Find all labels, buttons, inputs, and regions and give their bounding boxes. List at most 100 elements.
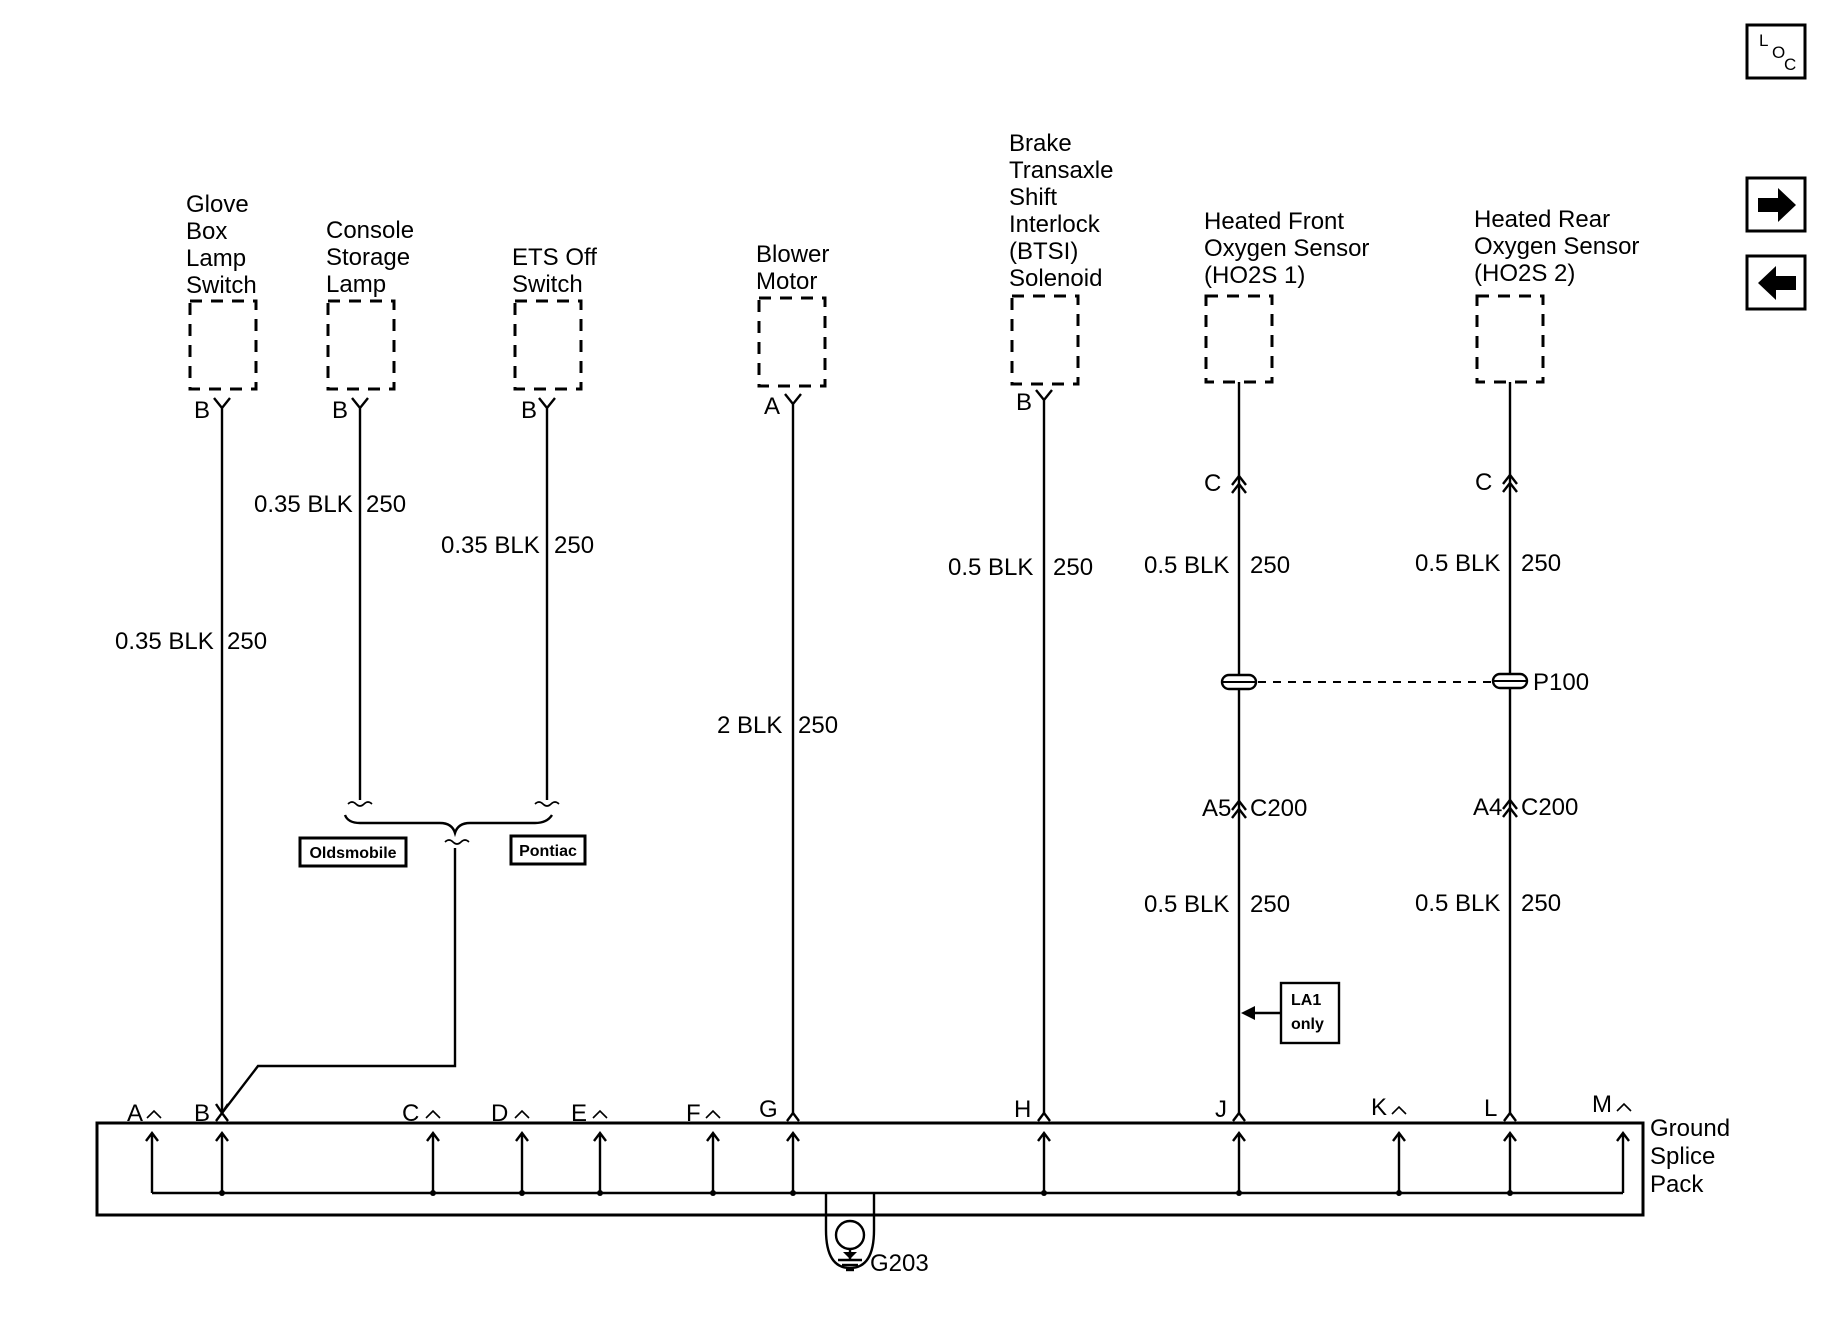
note-line: only	[1291, 1016, 1324, 1033]
loc-label-c: C	[1784, 55, 1796, 74]
svg-text:L: L	[1484, 1095, 1497, 1122]
splice-pin-d: D	[491, 1100, 530, 1196]
component-heated-front-oxygen-sensor: Heated Front Oxygen Sensor (HO2S 1) C 0.…	[1144, 208, 1376, 1113]
circuit-number: 250	[227, 628, 267, 655]
circuit-number-lower: 250	[1250, 891, 1290, 918]
component-name-line: Oxygen Sensor	[1474, 233, 1639, 260]
circuit-number: 250	[366, 491, 406, 518]
pin-label: C	[1475, 469, 1492, 496]
wire-gauge-lower: 0.5 BLK	[1144, 891, 1229, 918]
svg-text:K: K	[1371, 1094, 1387, 1121]
component-name-line: Oxygen Sensor	[1204, 235, 1369, 262]
ground-g203: G203	[824, 1193, 929, 1277]
component-heated-rear-oxygen-sensor: Heated Rear Oxygen Sensor (HO2S 2) C 0.5…	[1415, 206, 1646, 1113]
svg-text:C: C	[402, 1100, 419, 1127]
option-note-la1: LA1 only	[1241, 981, 1341, 1045]
wire-gauge: 0.35 BLK	[115, 628, 214, 655]
component-name-line: Switch	[186, 272, 257, 299]
component-name-line: Glove	[186, 191, 249, 218]
component-glove-box-lamp-switch: Glove Box Lamp Switch B 0.35 BLK 250	[115, 191, 267, 1113]
pass-through-p100: P100	[1258, 669, 1589, 696]
svg-text:A: A	[127, 1100, 143, 1127]
note-line: LA1	[1291, 992, 1321, 1009]
component-name-line: Heated Front	[1204, 208, 1344, 235]
inline-connector: C200	[1521, 794, 1578, 821]
component-ets-off-switch: ETS Off Switch B 0.35 BLK 250	[441, 244, 604, 800]
component-name-line: Interlock	[1009, 211, 1101, 238]
prev-page-button[interactable]	[1745, 254, 1807, 311]
component-name-line: Storage	[326, 244, 410, 271]
component-name-line: Switch	[512, 271, 583, 298]
svg-text:J: J	[1215, 1096, 1227, 1123]
circuit-number: 250	[1053, 554, 1093, 581]
circuit-number-lower: 250	[1521, 890, 1561, 917]
pin-label: B	[1016, 389, 1032, 416]
component-name-line: Console	[326, 217, 414, 244]
ground-label: G203	[870, 1250, 929, 1277]
next-page-button[interactable]	[1745, 176, 1807, 233]
svg-text:B: B	[194, 1100, 210, 1127]
wire-gauge: 0.35 BLK	[254, 491, 353, 518]
wire-gauge: 0.5 BLK	[1415, 550, 1500, 577]
inline-pin: A4	[1473, 794, 1502, 821]
option-label-text: Pontiac	[519, 843, 577, 860]
component-name-line: Transaxle	[1009, 157, 1113, 184]
component-blower-motor: Blower Motor A 2 BLK 250	[717, 241, 838, 1113]
circuit-number: 250	[798, 712, 838, 739]
svg-text:Glove Box Lamp: Glove Box Lamp Switch	[186, 191, 257, 299]
right-arrow-icon	[1758, 188, 1796, 222]
wire-gauge: 2 BLK	[717, 712, 782, 739]
pin-label: A	[764, 393, 780, 420]
pin-label: B	[332, 397, 348, 424]
wire-gauge: 0.5 BLK	[1144, 552, 1229, 579]
circuit-number: 250	[554, 532, 594, 559]
component-name-line: Lamp	[186, 245, 246, 272]
inline-connector: C200	[1250, 795, 1307, 822]
component-name-line: (HO2S 2)	[1474, 260, 1575, 287]
option-label-oldsmobile: Oldsmobile	[298, 836, 408, 868]
svg-text:H: H	[1014, 1096, 1031, 1123]
wire-gauge-lower: 0.5 BLK	[1415, 890, 1500, 917]
component-name-line: Lamp	[326, 271, 386, 298]
svg-text:Heated Front Oxygen Sens: Heated Front Oxygen Sensor (HO2S 1)	[1204, 208, 1376, 289]
component-name-line: Blower	[756, 241, 829, 268]
svg-text:D: D	[491, 1100, 508, 1127]
component-name-line: Brake	[1009, 130, 1072, 157]
component-name-line: (HO2S 1)	[1204, 262, 1305, 289]
svg-text:ETS Off Switch: ETS Off Switch	[512, 244, 604, 298]
component-name-line: (BTSI)	[1009, 238, 1078, 265]
splice-pin-m: M	[1592, 1091, 1632, 1193]
splice-pin-h: H	[1014, 1096, 1051, 1196]
wire-gauge: 0.5 BLK	[948, 554, 1033, 581]
svg-text:Console Storage La: Console Storage Lamp	[326, 217, 421, 298]
component-btsi-solenoid: Brake Transaxle Shift Interlock (BTSI) S…	[948, 130, 1113, 1113]
inline-pin: A5	[1202, 795, 1231, 822]
svg-text:Heated Rear Oxygen Senso: Heated Rear Oxygen Sensor (HO2S 2)	[1474, 206, 1646, 287]
ground-splice-pack: Ground Splice Pack A B C D	[95, 1091, 1737, 1217]
component-name-line: Box	[186, 218, 227, 245]
pass-through-label: P100	[1533, 669, 1589, 696]
component-name-line: ETS Off	[512, 244, 597, 271]
svg-text:E: E	[571, 1100, 587, 1127]
svg-text:M: M	[1592, 1091, 1612, 1118]
splice-pack-name-line: Pack	[1650, 1171, 1704, 1198]
splice-pack-name-line: Splice	[1650, 1143, 1715, 1170]
loc-button[interactable]: L O C	[1745, 23, 1807, 80]
component-name-line: Solenoid	[1009, 265, 1102, 292]
component-name-line: Motor	[756, 268, 817, 295]
splice-pin-g: G	[759, 1096, 800, 1196]
option-label-text: Oldsmobile	[309, 845, 396, 862]
pin-label: B	[521, 397, 537, 424]
svg-text:Blower Motor: Blower Motor	[756, 241, 836, 295]
loc-label-o: O	[1772, 43, 1785, 62]
splice-pin-a: A	[127, 1100, 162, 1193]
wire-gauge: 0.35 BLK	[441, 532, 540, 559]
left-arrow-icon	[1758, 266, 1796, 300]
component-console-storage-lamp: Console Storage Lamp B 0.35 BLK 250	[254, 217, 421, 800]
splice-pin-b: B	[194, 1100, 229, 1196]
splice-pin-k: K	[1371, 1094, 1407, 1196]
svg-text:Ground Splice Pack: Ground Splice Pack	[1650, 1115, 1737, 1198]
ground-icon	[838, 1249, 862, 1272]
circuit-number: 250	[1250, 552, 1290, 579]
